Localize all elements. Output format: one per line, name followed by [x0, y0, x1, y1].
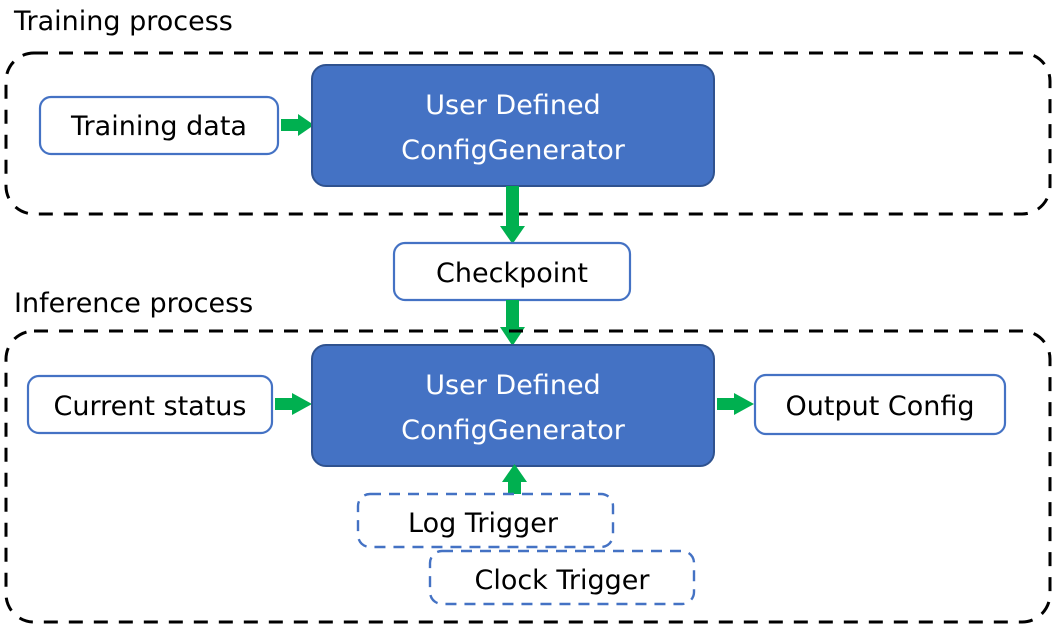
- training-config-generator-shape: [311, 64, 715, 187]
- training-data-label: Training data: [70, 111, 247, 142]
- inference-config-generator-label-line1: User Defined: [425, 370, 600, 401]
- arrow-generator-to-checkpoint: [500, 186, 525, 244]
- checkpoint-label: Checkpoint: [436, 258, 588, 289]
- current-status-label: Current status: [54, 391, 247, 422]
- checkpoint-box[interactable]: Checkpoint: [392, 241, 632, 302]
- inference-process-group-label: Inference process: [14, 288, 253, 319]
- output-config-box-shape: [753, 373, 1007, 436]
- inference-config-generator-label-line2: ConfigGenerator: [401, 415, 626, 446]
- clock-trigger-box[interactable]: Clock Trigger: [428, 549, 696, 606]
- arrow-current-status-to-generator: [275, 393, 312, 415]
- training-data-box[interactable]: Training data: [38, 95, 280, 156]
- arrow-checkpoint-to-inference-generator: [500, 300, 525, 346]
- output-config-box[interactable]: Output Config: [753, 373, 1007, 436]
- current-status-box-shape: [26, 374, 274, 435]
- clock-trigger-label: Clock Trigger: [474, 565, 650, 596]
- inference-config-generator-box[interactable]: User Defined ConfigGenerator: [311, 344, 715, 467]
- arrow-generator-to-output-config: [717, 393, 754, 415]
- training-config-generator-label-line1: User Defined: [425, 90, 600, 121]
- training-config-generator-box[interactable]: User Defined ConfigGenerator: [311, 64, 715, 187]
- training-data-box-shape: [38, 95, 280, 156]
- log-trigger-label: Log Trigger: [408, 508, 559, 539]
- training-process-container: [4, 51, 1052, 216]
- training-config-generator-label-line2: ConfigGenerator: [401, 135, 626, 166]
- current-status-box[interactable]: Current status: [26, 374, 274, 435]
- log-trigger-box-shape: [356, 492, 615, 549]
- inference-config-generator-shape: [311, 344, 715, 467]
- log-trigger-box[interactable]: Log Trigger: [356, 492, 615, 549]
- clock-trigger-box-shape: [428, 549, 696, 606]
- training-process-group-label: Training process: [13, 6, 233, 37]
- inference-process-container: [4, 329, 1052, 624]
- output-config-label: Output Config: [786, 391, 975, 422]
- arrow-training-data-to-generator: [281, 114, 314, 136]
